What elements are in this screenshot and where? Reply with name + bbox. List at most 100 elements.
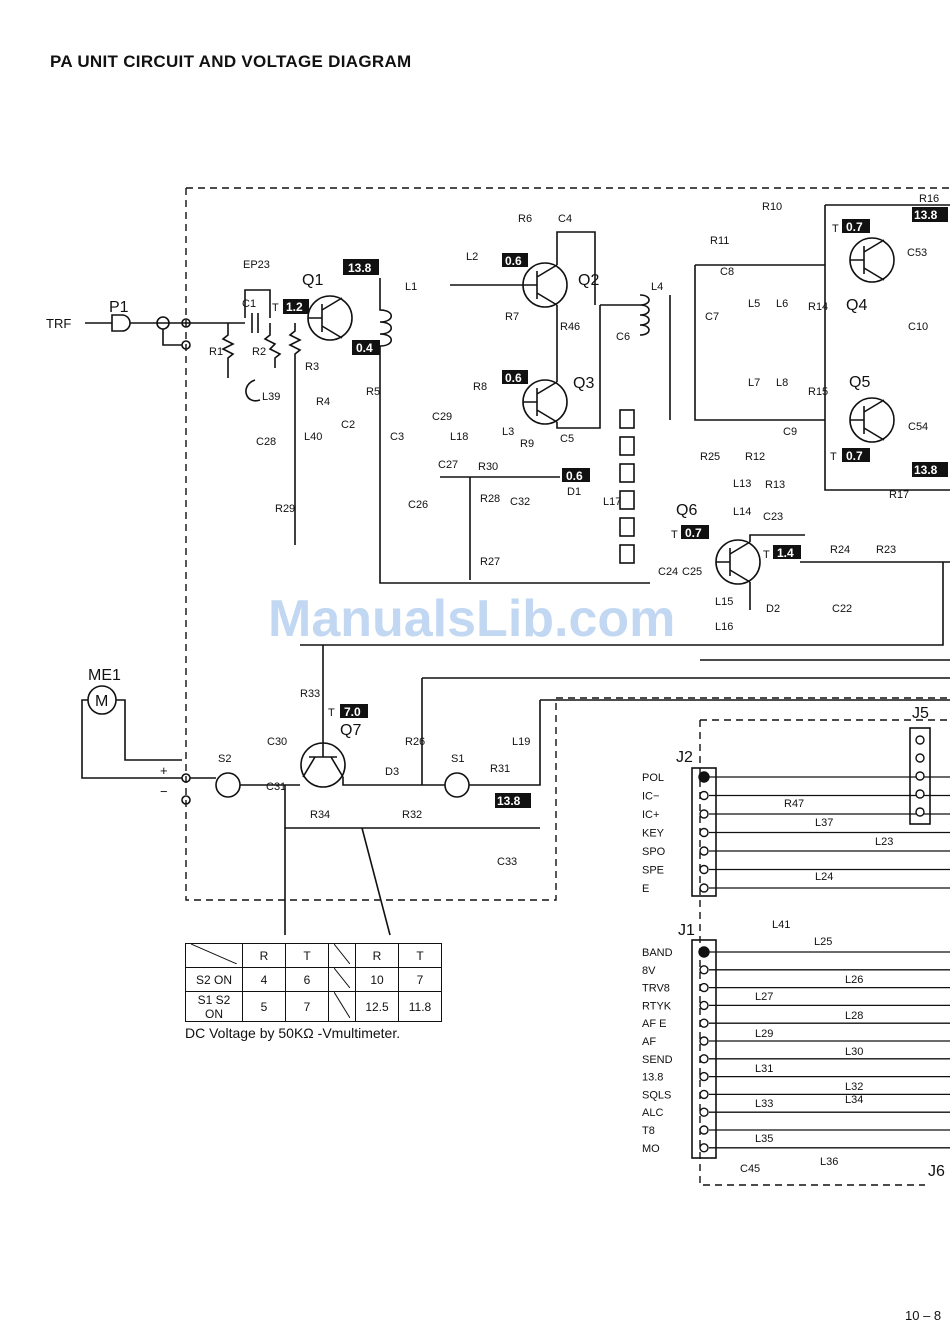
j1-pin: [699, 1054, 709, 1064]
j1-pin-label: ALC: [642, 1107, 663, 1119]
l17-ferrite-chain: [619, 409, 635, 564]
meter-plus: +: [160, 763, 168, 778]
j2-pin-label: POL: [642, 772, 664, 784]
l23-label: L23: [875, 836, 893, 848]
j2-pin: [699, 827, 709, 838]
table-divider-cell: [328, 943, 356, 968]
l4-transformer: [600, 294, 671, 420]
l5-label: L5: [748, 298, 760, 310]
l2-label: L2: [466, 251, 478, 263]
trf-label: TRF: [46, 316, 71, 331]
voltage-pointer-lines: [284, 827, 391, 936]
j1-pin: [699, 1071, 709, 1082]
l34-label: L34: [845, 1094, 863, 1106]
j5-connector: [909, 727, 931, 825]
j1-pin-label: MO: [642, 1143, 660, 1155]
r14-label: R14: [808, 301, 828, 313]
r9-label: R9: [520, 438, 534, 450]
j1-connector: [691, 939, 717, 1159]
j2-pin: [699, 846, 709, 856]
r31-label: R31: [490, 763, 510, 775]
j2-pin-label: IC−: [642, 791, 659, 803]
l4-label: L4: [651, 281, 663, 293]
table-row: S2 ON 4 6 10 7: [185, 967, 442, 992]
q5-t-mark: T: [830, 451, 837, 463]
l26-label: L26: [845, 974, 863, 986]
l29-label: L29: [755, 1028, 773, 1040]
q6-emitter-voltage: 1.4: [777, 546, 794, 560]
table-cell: 12.5: [355, 991, 399, 1022]
r7-label: R7: [505, 311, 519, 323]
ep23-label: EP23: [243, 259, 270, 271]
l39-coil: [245, 379, 261, 402]
l25-label: L25: [814, 936, 832, 948]
table-corner-cell: [185, 943, 243, 968]
r29-label: R29: [275, 503, 295, 515]
q5-label: Q5: [849, 374, 870, 391]
c1-label: C1: [242, 298, 256, 310]
q6-label: Q6: [676, 502, 697, 519]
l16-label: L16: [715, 621, 733, 633]
c31-label: C31: [266, 781, 286, 793]
q6-base-voltage: 0.7: [685, 526, 702, 540]
c10-label: C10: [908, 321, 928, 333]
j5-pin: [915, 735, 925, 745]
j2-pin: [699, 809, 709, 819]
l31-label: L31: [755, 1063, 773, 1075]
r31-voltage: 13.8: [497, 794, 521, 808]
page-number: 10 – 8: [905, 1308, 942, 1323]
table-row-label: S1 S2 ON: [185, 991, 243, 1022]
r24-label: R24: [830, 544, 850, 556]
r27-label: R27: [480, 556, 500, 568]
j1-pin-label: AF E: [642, 1018, 666, 1030]
j2-pin-label: E: [642, 883, 649, 895]
q2-label: Q2: [578, 272, 599, 289]
l17-label: L17: [603, 496, 621, 508]
r6-label: R6: [518, 213, 532, 225]
c32-label: C32: [510, 496, 530, 508]
r4-label: R4: [316, 396, 330, 408]
j5-label: J5: [912, 705, 929, 722]
dc-voltage-note: DC Voltage by 50KΩ -Vmultimeter.: [185, 1025, 401, 1041]
c53-label: C53: [907, 247, 927, 259]
r15-label: R15: [808, 386, 828, 398]
r1-label: R1: [209, 346, 223, 358]
r23-label: R23: [876, 544, 896, 556]
c9-label: C9: [783, 426, 797, 438]
j5-pin: [915, 789, 925, 799]
q4-base-voltage: 0.7: [846, 220, 863, 234]
page-title: PA UNIT CIRCUIT AND VOLTAGE DIAGRAM: [50, 52, 412, 71]
j1-pin-label: 13.8: [642, 1072, 663, 1084]
l32-label: L32: [845, 1081, 863, 1093]
q1-base-voltage: 1.2: [286, 300, 303, 314]
j1-label: J1: [678, 922, 695, 939]
l14-label: L14: [733, 506, 751, 518]
table-cell: 5: [242, 991, 286, 1022]
table-cell: 10: [355, 967, 399, 992]
l27-label: L27: [755, 991, 773, 1003]
j1-pin-label: RTYK: [642, 1000, 672, 1012]
c25-label: C25: [682, 566, 702, 578]
s1-lamp: [444, 772, 470, 798]
j1-pin: [699, 1125, 709, 1135]
j1-pin-label: SEND: [642, 1054, 673, 1066]
me1-label: ME1: [88, 667, 121, 684]
trf-input-line: [85, 314, 245, 332]
r8-label: R8: [473, 381, 487, 393]
q1-t-mark: T: [272, 302, 279, 314]
r10-label: R10: [762, 201, 782, 213]
r32-label: R32: [402, 809, 422, 821]
table-row-label: S2 ON: [185, 967, 243, 992]
c33-label: C33: [497, 856, 517, 868]
l36-label: L36: [820, 1156, 838, 1168]
l28-label: L28: [845, 1010, 863, 1022]
c4-label: C4: [558, 213, 572, 225]
r13-label: R13: [765, 479, 785, 491]
q5-base-voltage: 0.7: [846, 449, 863, 463]
j1-pin: [699, 1089, 709, 1100]
r2-label: R2: [252, 346, 266, 358]
j2-pin: [699, 790, 709, 801]
terminal-1: [181, 318, 191, 328]
r47-label: R47: [784, 798, 804, 810]
s2-label: S2: [218, 753, 231, 765]
